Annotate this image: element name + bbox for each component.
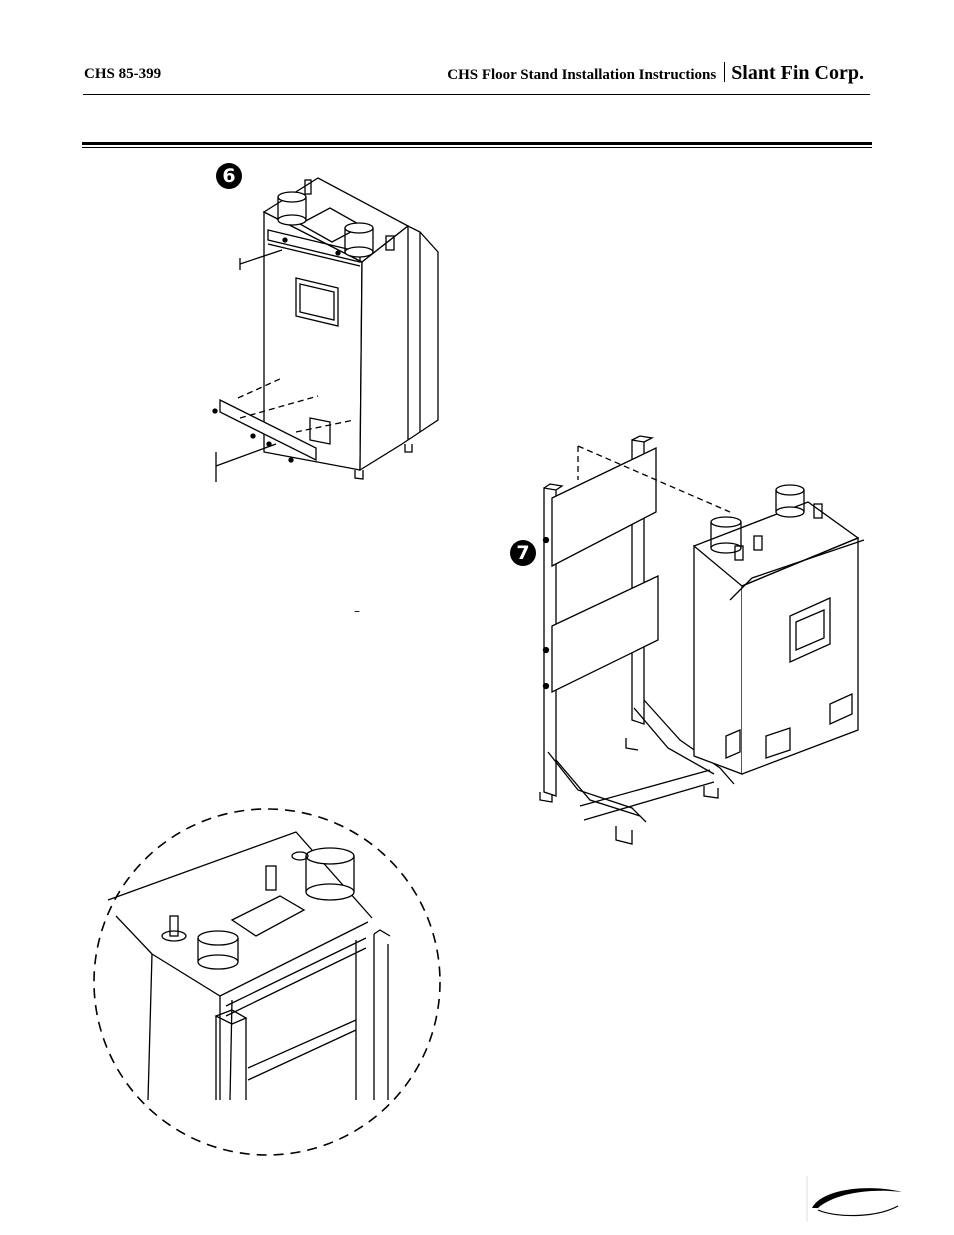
header-rule (83, 94, 870, 95)
header-right: CHS Floor Stand Installation Instruction… (447, 62, 864, 85)
detail-closeup (93, 808, 441, 1156)
section-rule-thin (82, 147, 872, 148)
section-rule-thick (82, 142, 872, 145)
company-name: Slant Fin Corp. (731, 62, 864, 84)
stray-mark: – (354, 604, 360, 618)
slant-fin-logo (806, 1176, 902, 1222)
step-7-badge: 7 (510, 540, 536, 566)
figure-7-floor-stand (539, 435, 865, 845)
figure-6-boiler (212, 177, 439, 482)
header-separator (724, 62, 726, 82)
step-6-badge: 6 (216, 163, 242, 189)
document-number: CHS 85-399 (84, 66, 162, 82)
document-title: CHS Floor Stand Installation Instruction… (447, 67, 717, 83)
